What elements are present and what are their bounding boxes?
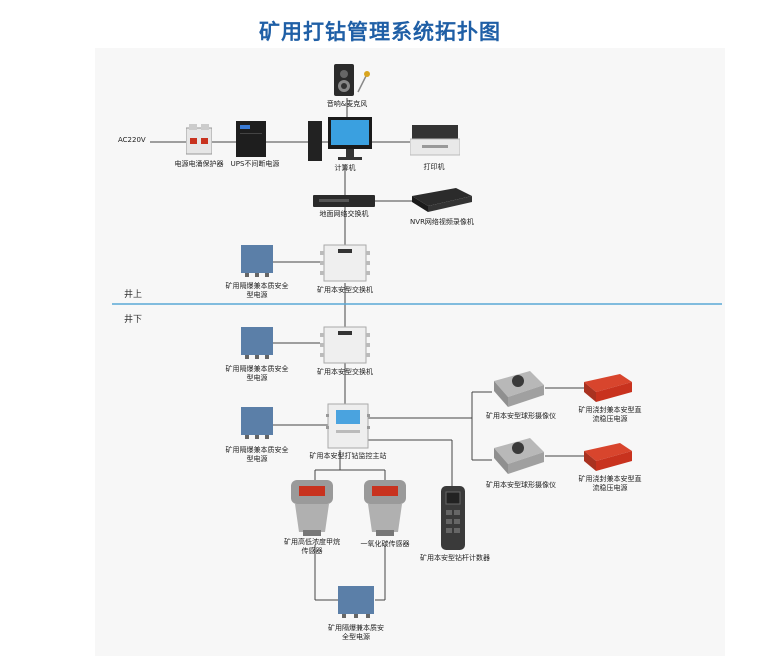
drill-counter-icon [441,486,465,554]
speaker-mic-icon [332,64,372,102]
co-sensor-label: 一氧化碳传感器 [360,540,410,548]
ups-icon [236,121,266,161]
psu-below-1-icon [241,327,273,363]
surge-protector-icon [185,124,213,162]
power-input-label: AC220V [118,136,146,144]
zone-above-label: 井上 [124,290,143,300]
switch-above-icon [320,243,370,287]
printer-label: 打印机 [423,163,445,171]
psu-below-2-label: 矿用隔爆兼本质安全型电源 [225,446,289,463]
switch-below-label: 矿用本安型交换机 [317,368,373,376]
dc-psu-1-label: 矿用浇封兼本安型直流稳压电源 [578,406,642,423]
monitor-host-label: 矿用本安型打钻监控主站 [309,452,387,460]
psu-below-2-icon [241,407,273,443]
ground-switch-icon [313,194,375,213]
psu-bottom-label: 矿用隔爆兼本质安全型电源 [328,624,384,641]
dome-camera-2-icon [490,434,546,480]
methane-sensor-icon [287,480,337,542]
printer-icon [409,121,461,161]
dc-psu-2-icon [584,441,632,477]
switch-above-label: 矿用本安型交换机 [317,286,373,294]
dome-camera-1-icon [490,367,546,413]
dc-psu-1-icon [584,372,632,408]
psu-above-label: 矿用隔爆兼本质安全型电源 [225,282,289,299]
psu-bottom-icon [338,586,374,622]
dome-camera-2-label: 矿用本安型球形摄像仪 [486,481,556,489]
zone-below-label: 井下 [124,315,143,325]
psu-above-icon [241,245,273,281]
nvr-label: NVR网络视频录像机 [410,218,474,226]
methane-sensor-label: 矿用高低浓度甲烷传感器 [284,538,340,555]
ground-switch-label: 地面网络交换机 [319,210,369,218]
psu-below-1-label: 矿用隔爆兼本质安全型电源 [225,365,289,382]
monitor-host-icon [326,402,370,454]
computer-icon [308,117,372,167]
co-sensor-icon [360,480,410,542]
page-title: 矿用打钻管理系统拓扑图 [259,20,501,44]
dc-psu-2-label: 矿用浇封兼本安型直流稳压电源 [578,475,642,492]
ups-label: UPS不间断电源 [230,160,280,168]
computer-label: 计算机 [334,164,356,172]
drill-counter-label: 矿用本安型钻杆计数器 [420,554,490,562]
dome-camera-1-label: 矿用本安型球形摄像仪 [486,412,556,420]
surge-protector-label: 电源电涌保护器 [174,160,224,168]
nvr-icon [412,188,472,216]
speaker-mic-label: 音响&麦克风 [326,100,368,108]
switch-below-icon [320,325,370,369]
